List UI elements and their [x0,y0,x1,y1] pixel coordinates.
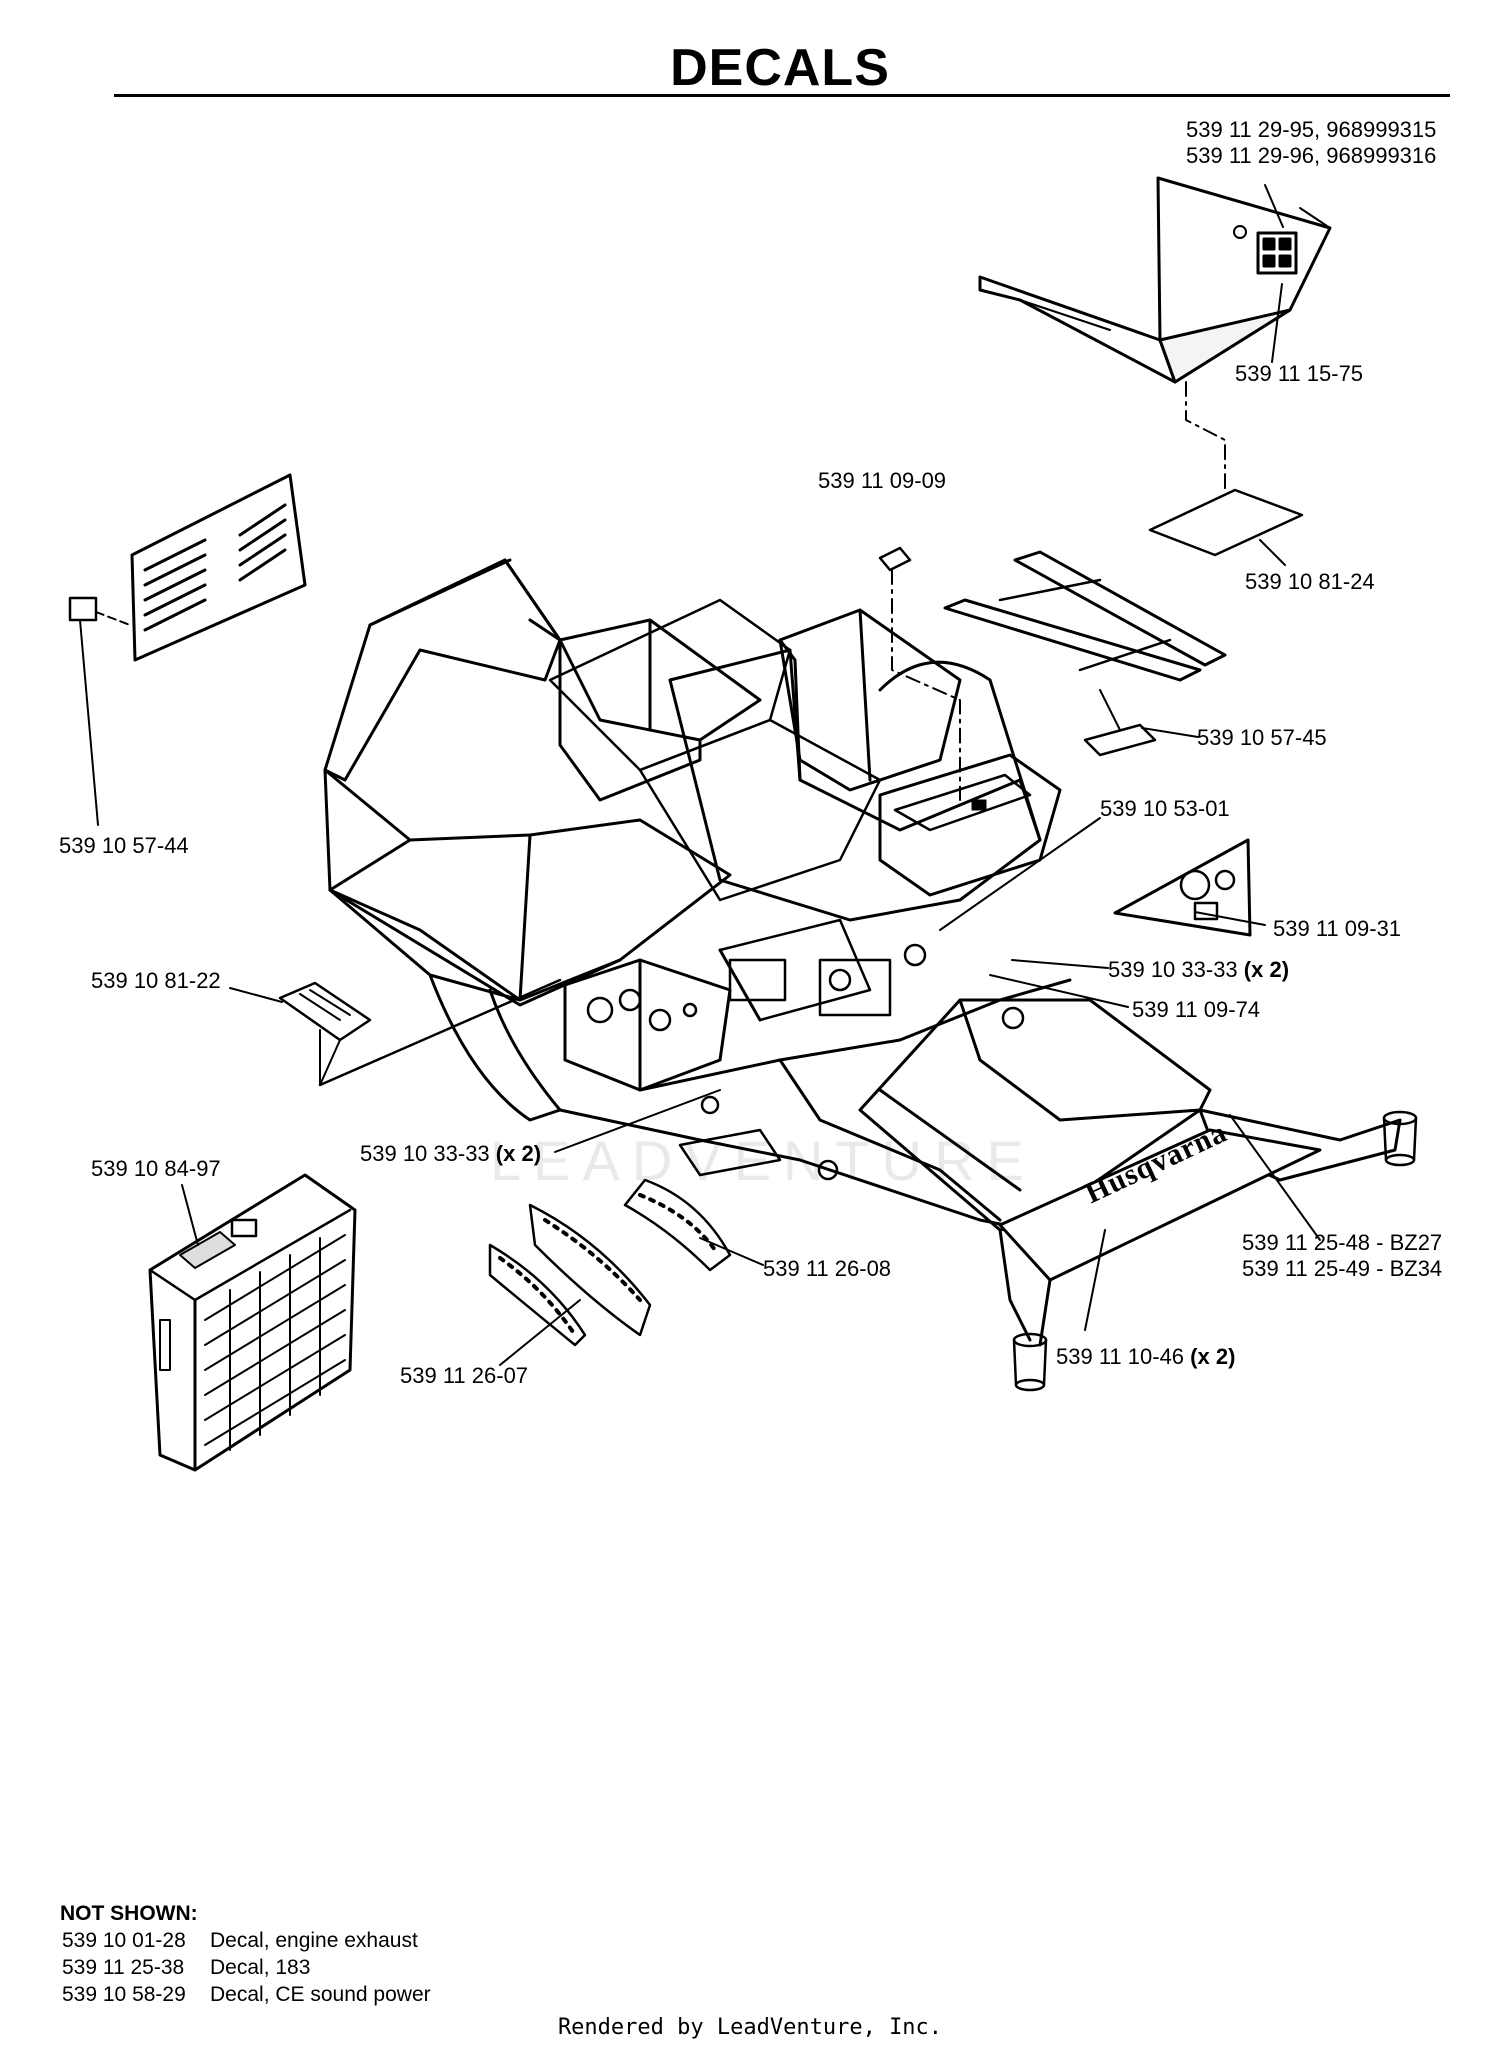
callout-6: 539 10 57-44 [59,833,189,858]
panel-cover-part [978,176,1332,384]
decal-539-10-81-22 [278,981,372,1086]
callout-16: 539 11 10-46 (x 2) [1056,1344,1236,1369]
decal-539-10-81-24 [1148,488,1304,557]
callout-7: 539 10 53-01 [1100,796,1230,821]
callout-12: 539 10 33-33 (x 2) [360,1141,542,1166]
decal-539-10-57-44 [68,596,98,622]
callout-17: 539 11 26-07 [400,1363,529,1388]
seat-rails-part [943,550,1227,757]
callout-leaders [79,184,1321,1366]
callout-4: 539 10 81-24 [1245,569,1375,594]
callout-14: 539 11 26-08 [763,1256,892,1281]
decal-539-11-09-09 [878,546,912,572]
callout-10: 539 10 33-33 (x 2) [1108,957,1290,982]
callout-2: 539 11 15-75 [1235,361,1364,386]
callout-13: 539 10 84-97 [91,1156,221,1181]
callout-8: 539 11 09-31 [1273,916,1402,941]
footer-credit: Rendered by LeadVenture, Inc. [557,2015,943,2040]
fender-decals [488,1178,732,1347]
callout-3: 539 11 09-09 [818,468,947,493]
watermark: LEADVENTURE [490,1129,1036,1192]
callout-1: 539 11 29-95, 968999315 539 11 29-96, 96… [1186,117,1437,168]
title-underline [114,94,1450,97]
radiator-screen-part [148,1173,357,1472]
callout-11: 539 11 09-74 [1132,997,1261,1022]
vent-plate-part [130,473,307,662]
callout-5: 539 10 57-45 [1197,725,1327,750]
callout-9: 539 10 81-22 [91,968,221,993]
mower-frame [318,558,1418,1392]
page-title: DECALS [670,39,890,97]
callout-15: 539 11 25-48 - BZ27 539 11 25-49 - BZ34 [1242,1230,1443,1281]
decal-539-11-09-31 [1113,838,1252,937]
not-shown-heading: NOT SHOWN: [60,1902,198,1925]
